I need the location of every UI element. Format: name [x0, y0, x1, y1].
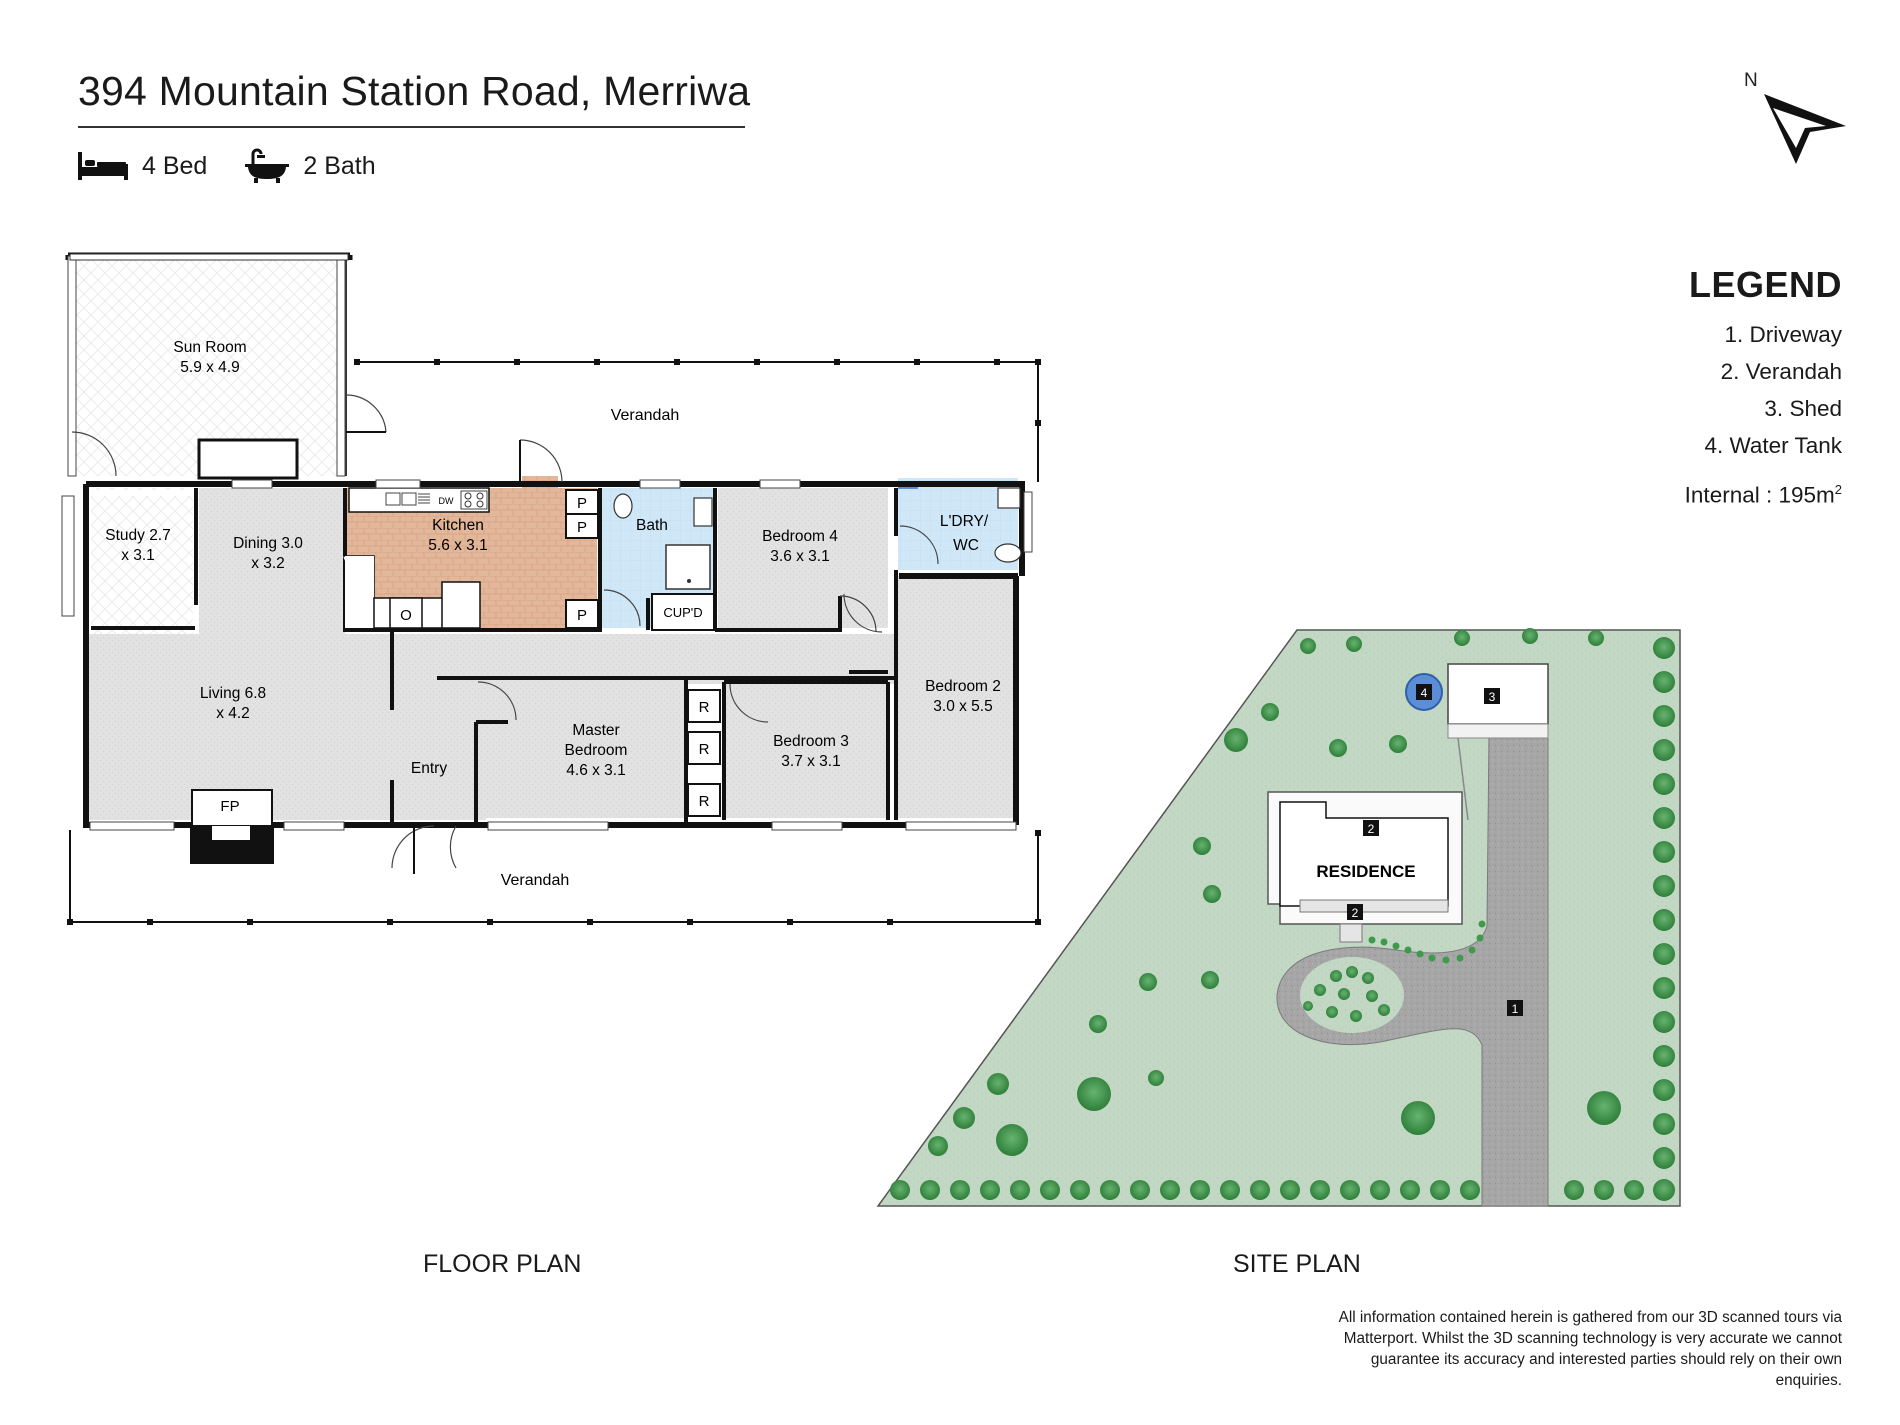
verandah-marker-top: 2	[1368, 822, 1375, 836]
floor-plan-caption: FLOOR PLAN	[423, 1250, 582, 1278]
master-name: Master	[572, 722, 619, 739]
living-size: x 4.2	[216, 705, 250, 722]
bedroom2-name: Bedroom 2	[925, 678, 1001, 695]
bath-count: 2 Bath	[303, 151, 376, 180]
dining-size: x 3.2	[251, 555, 285, 572]
robes: R R R	[687, 689, 721, 817]
bedroom3-size: 3.7 x 3.1	[781, 753, 840, 770]
verandah-top-label: Verandah	[611, 407, 680, 424]
study-name: Study 2.7	[105, 527, 171, 544]
bath-fixtures: CUP'D	[613, 493, 715, 631]
driveway-marker: 1	[1512, 1002, 1519, 1016]
legend-item-driveway: 1. Driveway	[1724, 322, 1842, 347]
bed-icon	[78, 152, 128, 180]
kitchen-benches: DW O	[343, 487, 490, 630]
study-floor	[91, 488, 193, 634]
site-plan-caption: SITE PLAN	[1233, 1250, 1361, 1278]
svg-text:P: P	[577, 495, 587, 512]
bath-feature: 2 Bath	[245, 148, 376, 184]
kitchen-name: Kitchen	[432, 517, 484, 534]
dishwasher-label: DW	[439, 496, 454, 506]
verandah-posts-top	[354, 359, 1041, 426]
bedroom2-size: 3.0 x 5.5	[933, 698, 992, 715]
pantries: P P P	[565, 489, 599, 629]
internal-area: Internal : 195m2	[1684, 482, 1842, 508]
kitchen-size: 5.6 x 3.1	[428, 537, 487, 554]
legend-item-water-tank: 4. Water Tank	[1704, 433, 1842, 458]
shed-marker: 3	[1489, 690, 1496, 704]
laundry-name-2: WC	[953, 537, 979, 554]
residence: RESIDENCE 2 2	[1267, 791, 1463, 943]
sun-room-name: Sun Room	[173, 339, 246, 356]
cupboard-label: CUP'D	[663, 605, 702, 620]
svg-text:P: P	[577, 519, 587, 536]
svg-text:R: R	[699, 741, 710, 758]
sun-room-size: 5.9 x 4.9	[180, 359, 239, 376]
disclaimer: All information contained herein is gath…	[1338, 1309, 1842, 1389]
driveway	[1276, 732, 1549, 1207]
laundry-fixtures	[994, 487, 1033, 563]
bedroom4-floor	[718, 488, 888, 628]
living-name: Living 6.8	[200, 685, 266, 702]
sun-room-bench	[197, 438, 299, 480]
oven-label: O	[400, 607, 412, 624]
master-floor	[476, 682, 686, 818]
bedroom4-size: 3.6 x 3.1	[770, 548, 829, 565]
bedroom3-floor	[724, 682, 890, 818]
bedroom2-floor	[895, 576, 1013, 818]
page-title: 394 Mountain Station Road, Merriwa	[78, 68, 751, 114]
verandah-bottom-label: Verandah	[501, 872, 570, 889]
door-swings	[391, 593, 883, 869]
residence-label: RESIDENCE	[1316, 862, 1415, 881]
legend-item-verandah: 2. Verandah	[1720, 359, 1842, 384]
entry-floor	[390, 634, 486, 820]
island-shrubs	[1303, 966, 1390, 1022]
path-hedge	[1368, 920, 1486, 964]
study-size: x 3.1	[121, 547, 155, 564]
dining-floor	[199, 488, 345, 634]
bed-feature: 4 Bed	[78, 150, 207, 182]
title-underline	[78, 126, 745, 128]
laundry-name: L'DRY/	[940, 513, 989, 530]
svg-text:P: P	[577, 607, 587, 624]
bath-name: Bath	[636, 517, 668, 534]
fireplace: FP	[190, 789, 274, 864]
driveway-island	[1300, 957, 1404, 1033]
compass-arrow-icon	[1764, 94, 1846, 164]
water-tank	[1405, 673, 1443, 711]
dining-name: Dining 3.0	[233, 535, 303, 552]
legend-title: LEGEND	[1688, 264, 1842, 305]
property-features: 4 Bed 2 Bath	[78, 148, 414, 184]
entry-name: Entry	[411, 760, 447, 777]
bedroom3-name: Bedroom 3	[773, 733, 849, 750]
north-compass: N	[1744, 70, 1846, 164]
bath-icon	[245, 148, 290, 183]
master-size: 4.6 x 3.1	[566, 762, 625, 779]
master-name-2: Bedroom	[565, 742, 628, 759]
verandah-marker-bottom: 2	[1352, 906, 1359, 920]
legend-item-shed: 3. Shed	[1764, 396, 1842, 421]
fireplace-label: FP	[220, 798, 239, 815]
bedroom4-name: Bedroom 4	[762, 528, 838, 545]
shed	[1447, 663, 1549, 725]
bed-count: 4 Bed	[142, 151, 208, 180]
legend: LEGEND 1. Driveway 2. Verandah 3. Shed 4…	[1560, 264, 1842, 509]
svg-text:R: R	[699, 699, 710, 716]
north-label: N	[1744, 70, 1758, 91]
svg-text:R: R	[699, 793, 710, 810]
floor-plan: Sun Room 5.9 x 4.9 Verandah	[61, 252, 1041, 925]
tank-marker: 4	[1421, 686, 1428, 700]
